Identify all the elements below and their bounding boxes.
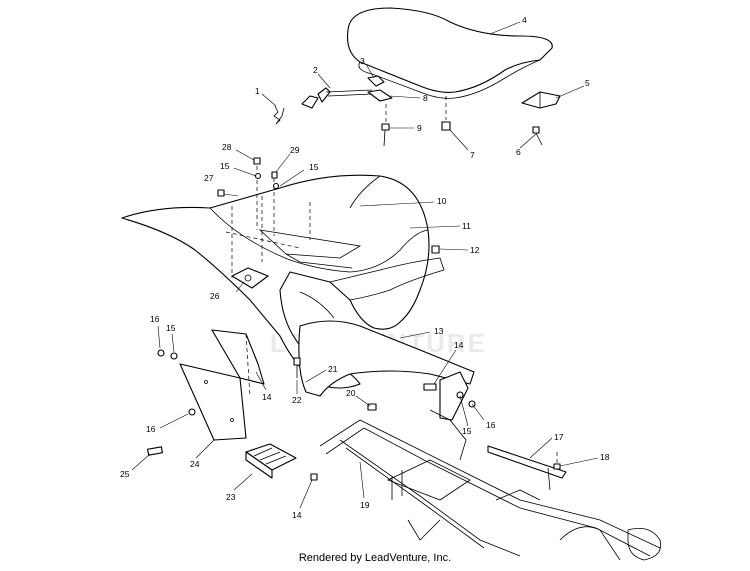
callout-16-left: 16 bbox=[150, 314, 160, 324]
callout-16-mid: 16 bbox=[146, 424, 156, 434]
callout-7: 7 bbox=[470, 150, 475, 160]
seat-bracket[interactable] bbox=[521, 91, 561, 109]
callout-28: 28 bbox=[222, 142, 232, 152]
clip-8[interactable] bbox=[367, 89, 393, 102]
callout-20: 20 bbox=[346, 388, 356, 398]
callout-14-bottom: 14 bbox=[292, 510, 302, 520]
seat[interactable] bbox=[346, 7, 553, 99]
callout-29: 29 bbox=[290, 145, 300, 155]
callout-14-right: 14 bbox=[454, 340, 464, 350]
callout-22: 22 bbox=[292, 395, 302, 405]
rear-fender-lower[interactable] bbox=[298, 320, 475, 397]
screw-9[interactable] bbox=[381, 104, 390, 147]
screw-18[interactable] bbox=[553, 452, 561, 470]
fastener-27[interactable] bbox=[217, 189, 225, 197]
screw-6[interactable] bbox=[532, 126, 543, 146]
callout-15-right: 15 bbox=[462, 426, 472, 436]
nut-12[interactable] bbox=[431, 245, 440, 254]
fastener-15-left[interactable] bbox=[170, 352, 178, 360]
callout-10: 10 bbox=[437, 196, 447, 206]
rear-fender[interactable] bbox=[121, 174, 445, 389]
callout-15-left: 15 bbox=[166, 323, 176, 333]
callout-5: 5 bbox=[585, 78, 590, 88]
footer-credit: Rendered by LeadVenture, Inc. bbox=[298, 552, 452, 564]
callout-6: 6 bbox=[516, 147, 521, 157]
brace-17[interactable] bbox=[487, 445, 567, 491]
callout-17: 17 bbox=[554, 432, 564, 442]
callout-2: 2 bbox=[313, 65, 318, 75]
callout-3: 3 bbox=[360, 56, 365, 66]
fastener-16-mid[interactable] bbox=[188, 408, 196, 416]
mount-plate[interactable] bbox=[211, 329, 265, 397]
fastener-16-left[interactable] bbox=[157, 349, 165, 357]
clamp-25[interactable] bbox=[147, 446, 163, 456]
fastener-15-top-right[interactable] bbox=[272, 182, 280, 190]
callout-4: 4 bbox=[522, 15, 527, 25]
fastener-22[interactable] bbox=[293, 357, 301, 378]
callout-14-mid: 14 bbox=[262, 392, 272, 402]
callout-24: 24 bbox=[190, 459, 200, 469]
leader-lines bbox=[131, 21, 599, 509]
mud-flap-24[interactable] bbox=[179, 363, 247, 441]
callout-26: 26 bbox=[210, 291, 220, 301]
callout-21: 21 bbox=[328, 364, 338, 374]
seat-latch-2[interactable] bbox=[301, 87, 373, 109]
callout-12: 12 bbox=[470, 245, 480, 255]
rear-bracket-14[interactable] bbox=[423, 371, 476, 421]
callout-27: 27 bbox=[204, 173, 214, 183]
grommet-7[interactable] bbox=[441, 96, 451, 131]
fastener-15-top[interactable] bbox=[254, 172, 262, 180]
cap-26[interactable] bbox=[231, 267, 269, 289]
spring-1[interactable] bbox=[273, 105, 285, 125]
callout-15-top: 15 bbox=[220, 161, 230, 171]
callout-1: 1 bbox=[255, 86, 260, 96]
frame-19[interactable] bbox=[319, 409, 662, 561]
plug-20[interactable] bbox=[367, 403, 377, 411]
callout-19: 19 bbox=[360, 500, 370, 510]
callout-13: 13 bbox=[434, 326, 444, 336]
callout-16-right: 16 bbox=[486, 420, 496, 430]
callout-9: 9 bbox=[417, 123, 422, 133]
callout-23: 23 bbox=[226, 492, 236, 502]
callout-11: 11 bbox=[462, 221, 471, 231]
callout-25: 25 bbox=[120, 469, 130, 479]
callout-8: 8 bbox=[423, 93, 428, 103]
footrest-23[interactable] bbox=[245, 443, 297, 479]
callout-18: 18 bbox=[600, 452, 610, 462]
callout-15-top-right: 15 bbox=[309, 162, 319, 172]
fastener-14-bottom[interactable] bbox=[310, 473, 318, 481]
callouts: 4 5 6 7 8 9 1 2 3 10 11 12 13 14 16 15 1… bbox=[120, 15, 610, 520]
knob-3[interactable] bbox=[367, 75, 385, 87]
